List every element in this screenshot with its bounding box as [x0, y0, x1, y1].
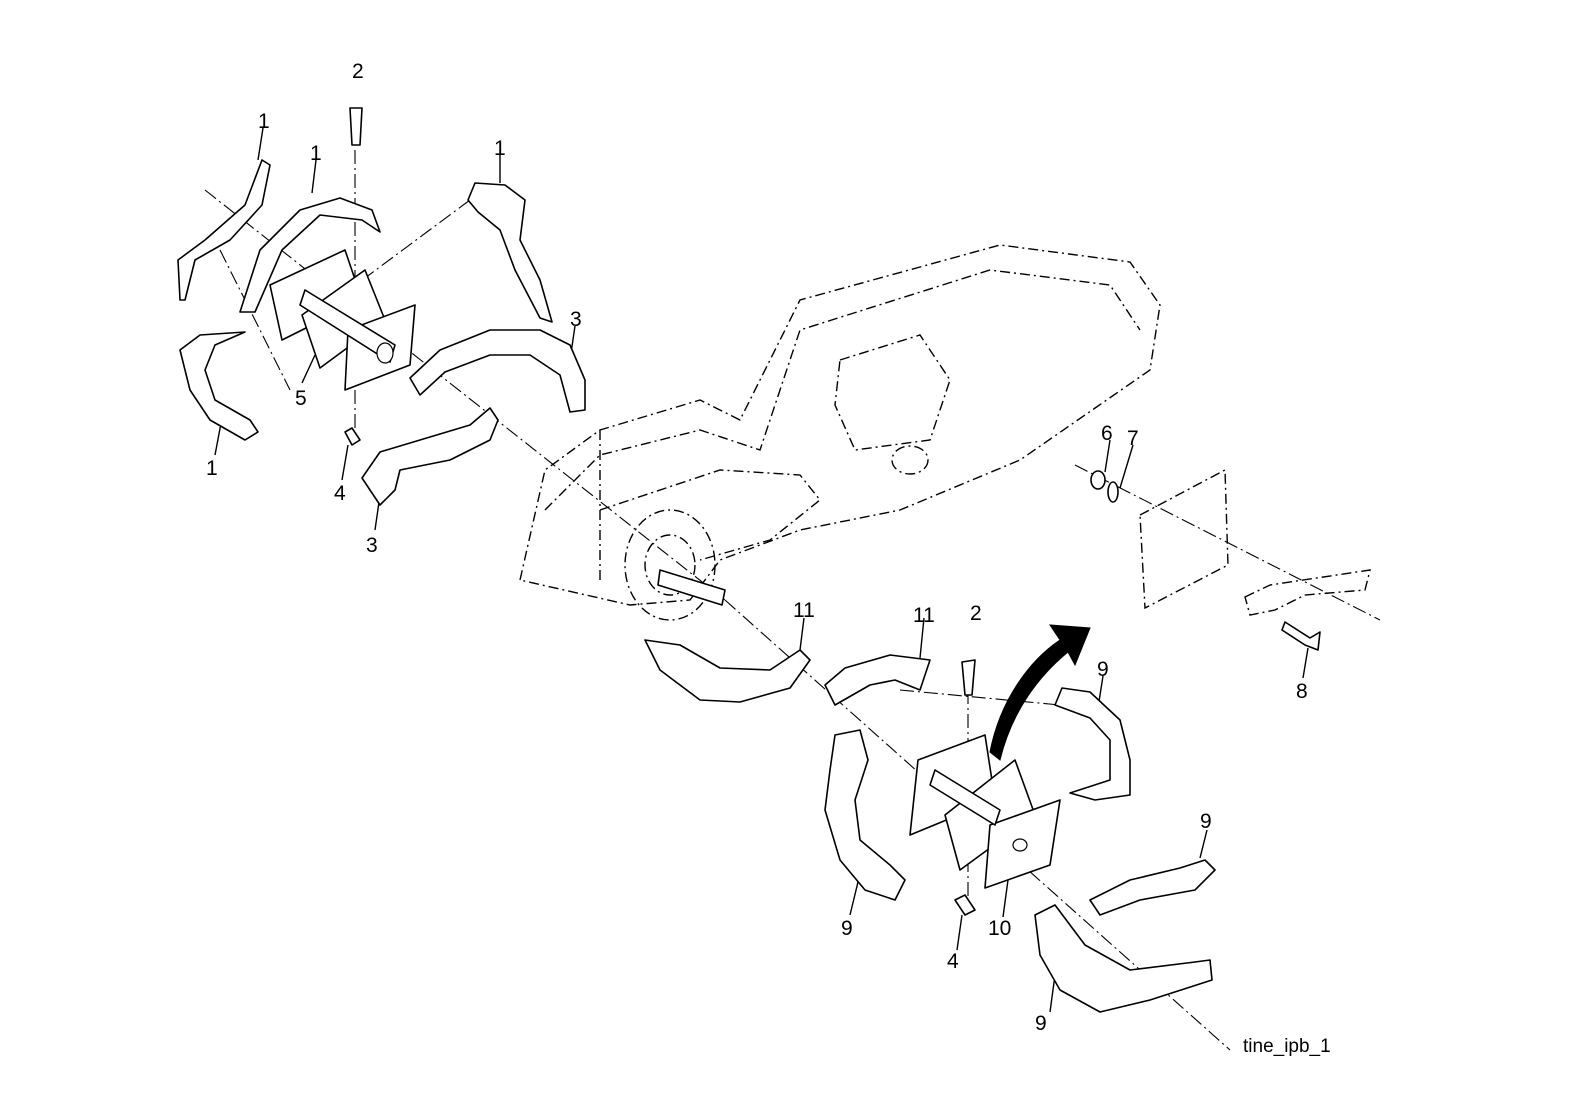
callout-1: 1 — [258, 110, 270, 133]
tine-part-3-lower — [361, 407, 499, 506]
pin-part-2-right — [961, 659, 976, 696]
nut-part-6 — [1090, 470, 1106, 490]
tine-part-9-lower-right — [1034, 904, 1213, 1013]
callout-3: 3 — [570, 308, 582, 331]
callout-9: 9 — [1035, 1012, 1047, 1035]
tiller-housing-phantom — [519, 244, 1161, 621]
tine-part-1-left-outer — [239, 197, 381, 313]
tine-part-3-upper — [409, 329, 586, 413]
callout-1: 1 — [206, 457, 218, 480]
callout-9: 9 — [1097, 658, 1109, 681]
hub-left — [299, 289, 396, 363]
right-tine-assembly — [644, 624, 1216, 1013]
tine-part-9-upper-right — [1054, 687, 1131, 801]
tine-part-1-left-top — [177, 159, 271, 301]
tine-part-11-right — [824, 654, 931, 706]
callout-7: 7 — [1127, 427, 1139, 450]
outer-plate-assembly — [1090, 468, 1371, 651]
callout-9: 9 — [841, 917, 853, 940]
callout-2: 2 — [970, 602, 982, 625]
callout-8: 8 — [1296, 680, 1308, 703]
bolt-part-8 — [1281, 621, 1321, 651]
tine-part-11-left — [644, 639, 811, 703]
clip-part-4-left — [344, 427, 361, 446]
callout-11: 11 — [913, 604, 935, 627]
tine-part-9-middle-right — [1089, 859, 1216, 916]
callout-3: 3 — [366, 534, 378, 557]
callout-1: 1 — [310, 142, 322, 165]
figure-caption: tine_ipb_1 — [1243, 1036, 1331, 1057]
pin-part-2-left — [349, 107, 363, 146]
rotation-arrow-icon — [989, 624, 1091, 761]
washer-part-7 — [1107, 481, 1119, 503]
callout-9: 9 — [1200, 810, 1212, 833]
left-tine-assembly — [177, 107, 586, 506]
callout-6: 6 — [1101, 422, 1113, 445]
tine-part-1-left-bottom — [179, 331, 259, 441]
callout-4: 4 — [947, 950, 959, 973]
drive-shaft — [657, 569, 726, 606]
callout-11: 11 — [793, 599, 815, 622]
callout-2: 2 — [352, 60, 364, 83]
callout-1: 1 — [494, 137, 506, 160]
callout-10: 10 — [988, 917, 1011, 940]
tine-part-1-right-top — [467, 182, 553, 323]
callout-5: 5 — [295, 387, 307, 410]
hub-right — [929, 769, 1001, 826]
clip-part-4-right — [954, 894, 976, 916]
callout-labels: 1 1 1 1 2 2 3 3 4 4 5 6 7 8 9 9 9 9 10 1… — [206, 60, 1308, 1035]
callout-4: 4 — [334, 482, 346, 505]
tine-part-9-left — [824, 729, 906, 901]
